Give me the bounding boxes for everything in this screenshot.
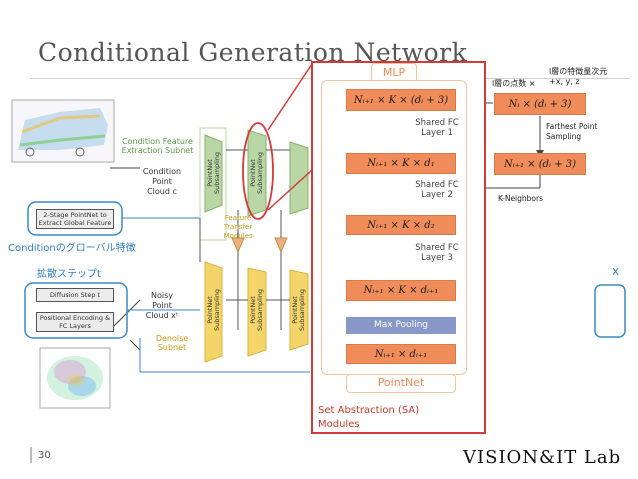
noisy-point-cloud-image xyxy=(39,347,111,409)
input-points-block: Nᵢ × (dᵢ + 3) xyxy=(494,93,586,115)
diffusion-step-box: Diffusion Step t xyxy=(36,288,114,302)
positional-encoding-box: Positional Encoding & FC Layers xyxy=(36,312,114,332)
condition-global-feature-ja: Conditionのグローバル特徴 xyxy=(8,243,136,254)
page-number-bar xyxy=(30,447,32,463)
pooled-output-box: Nᵢ₊₁ × dᵢ₊₁ xyxy=(346,344,456,364)
diffusion-step-ja: 拡散ステップt xyxy=(37,269,101,280)
condition-cloud-label: Condition Point Cloud c xyxy=(142,167,182,196)
subsampling-label-5: PointNet Subsampling xyxy=(291,288,306,332)
subsampling-label-3: PointNet Subsampling xyxy=(206,288,221,332)
mlp-block-2: Nᵢ₊₁ × K × d₁ xyxy=(346,153,456,174)
shared-fc-2: Shared FC Layer 2 xyxy=(415,180,459,200)
highlight-ellipse xyxy=(242,122,274,220)
noisy-cloud-label: Noisy Point Cloud xᵗ xyxy=(145,291,179,320)
condition-subnet-label: Condition Feature Extraction Subnet xyxy=(121,137,194,155)
feature-dim-ja: l層の特徴量次元 +x, y, z xyxy=(549,67,608,86)
subsampling-label-4: PointNet Subsampling xyxy=(249,288,264,332)
lab-logo: VISION&IT Lab xyxy=(463,447,622,468)
feature-transfer-label: Feature Transfer Modules xyxy=(223,214,253,240)
page-number: 30 xyxy=(38,450,51,461)
shared-fc-1: Shared FC Layer 1 xyxy=(415,118,459,138)
points-per-layer-ja: l層の点数 × xyxy=(492,79,536,88)
mlp-block-3: Nᵢ₊₁ × K × d₂ xyxy=(346,215,456,235)
sampled-points-block: Nᵢ₊₁ × (dᵢ + 3) xyxy=(494,153,586,175)
condition-point-cloud-image xyxy=(11,99,115,163)
denoise-subsampling-modules xyxy=(204,261,309,363)
mlp-block-4: Nᵢ₊₁ × K × dᵢ₊₁ xyxy=(346,280,456,301)
pointnet-global-feature-box: 2-Stage PointNet to Extract Global Featu… xyxy=(36,209,114,229)
farthest-point-sampling-label: Farthest Point Sampling xyxy=(546,122,598,141)
mlp-block-1: Nᵢ₊₁ × K × (dᵢ + 3) xyxy=(346,89,456,111)
mlp-label: MLP xyxy=(371,63,417,80)
feature-transfer-arrows xyxy=(199,149,290,330)
max-pooling-box: Max Pooling xyxy=(346,317,456,334)
subsampling-label-1: PointNet Subsampling xyxy=(206,151,221,195)
edge-glyph: x xyxy=(612,264,620,278)
pointnet-label-box: PointNet xyxy=(346,374,456,393)
sa-modules-label: Set Abstraction (SA) Modules xyxy=(318,405,420,430)
subsampling-label-2: PointNet Subsampling xyxy=(249,151,264,195)
k-neighbors-label: K-Neighbors xyxy=(498,194,543,203)
denoise-subnet-label: Denoise Subnet xyxy=(155,334,189,352)
shared-fc-3: Shared FC Layer 3 xyxy=(415,243,459,263)
